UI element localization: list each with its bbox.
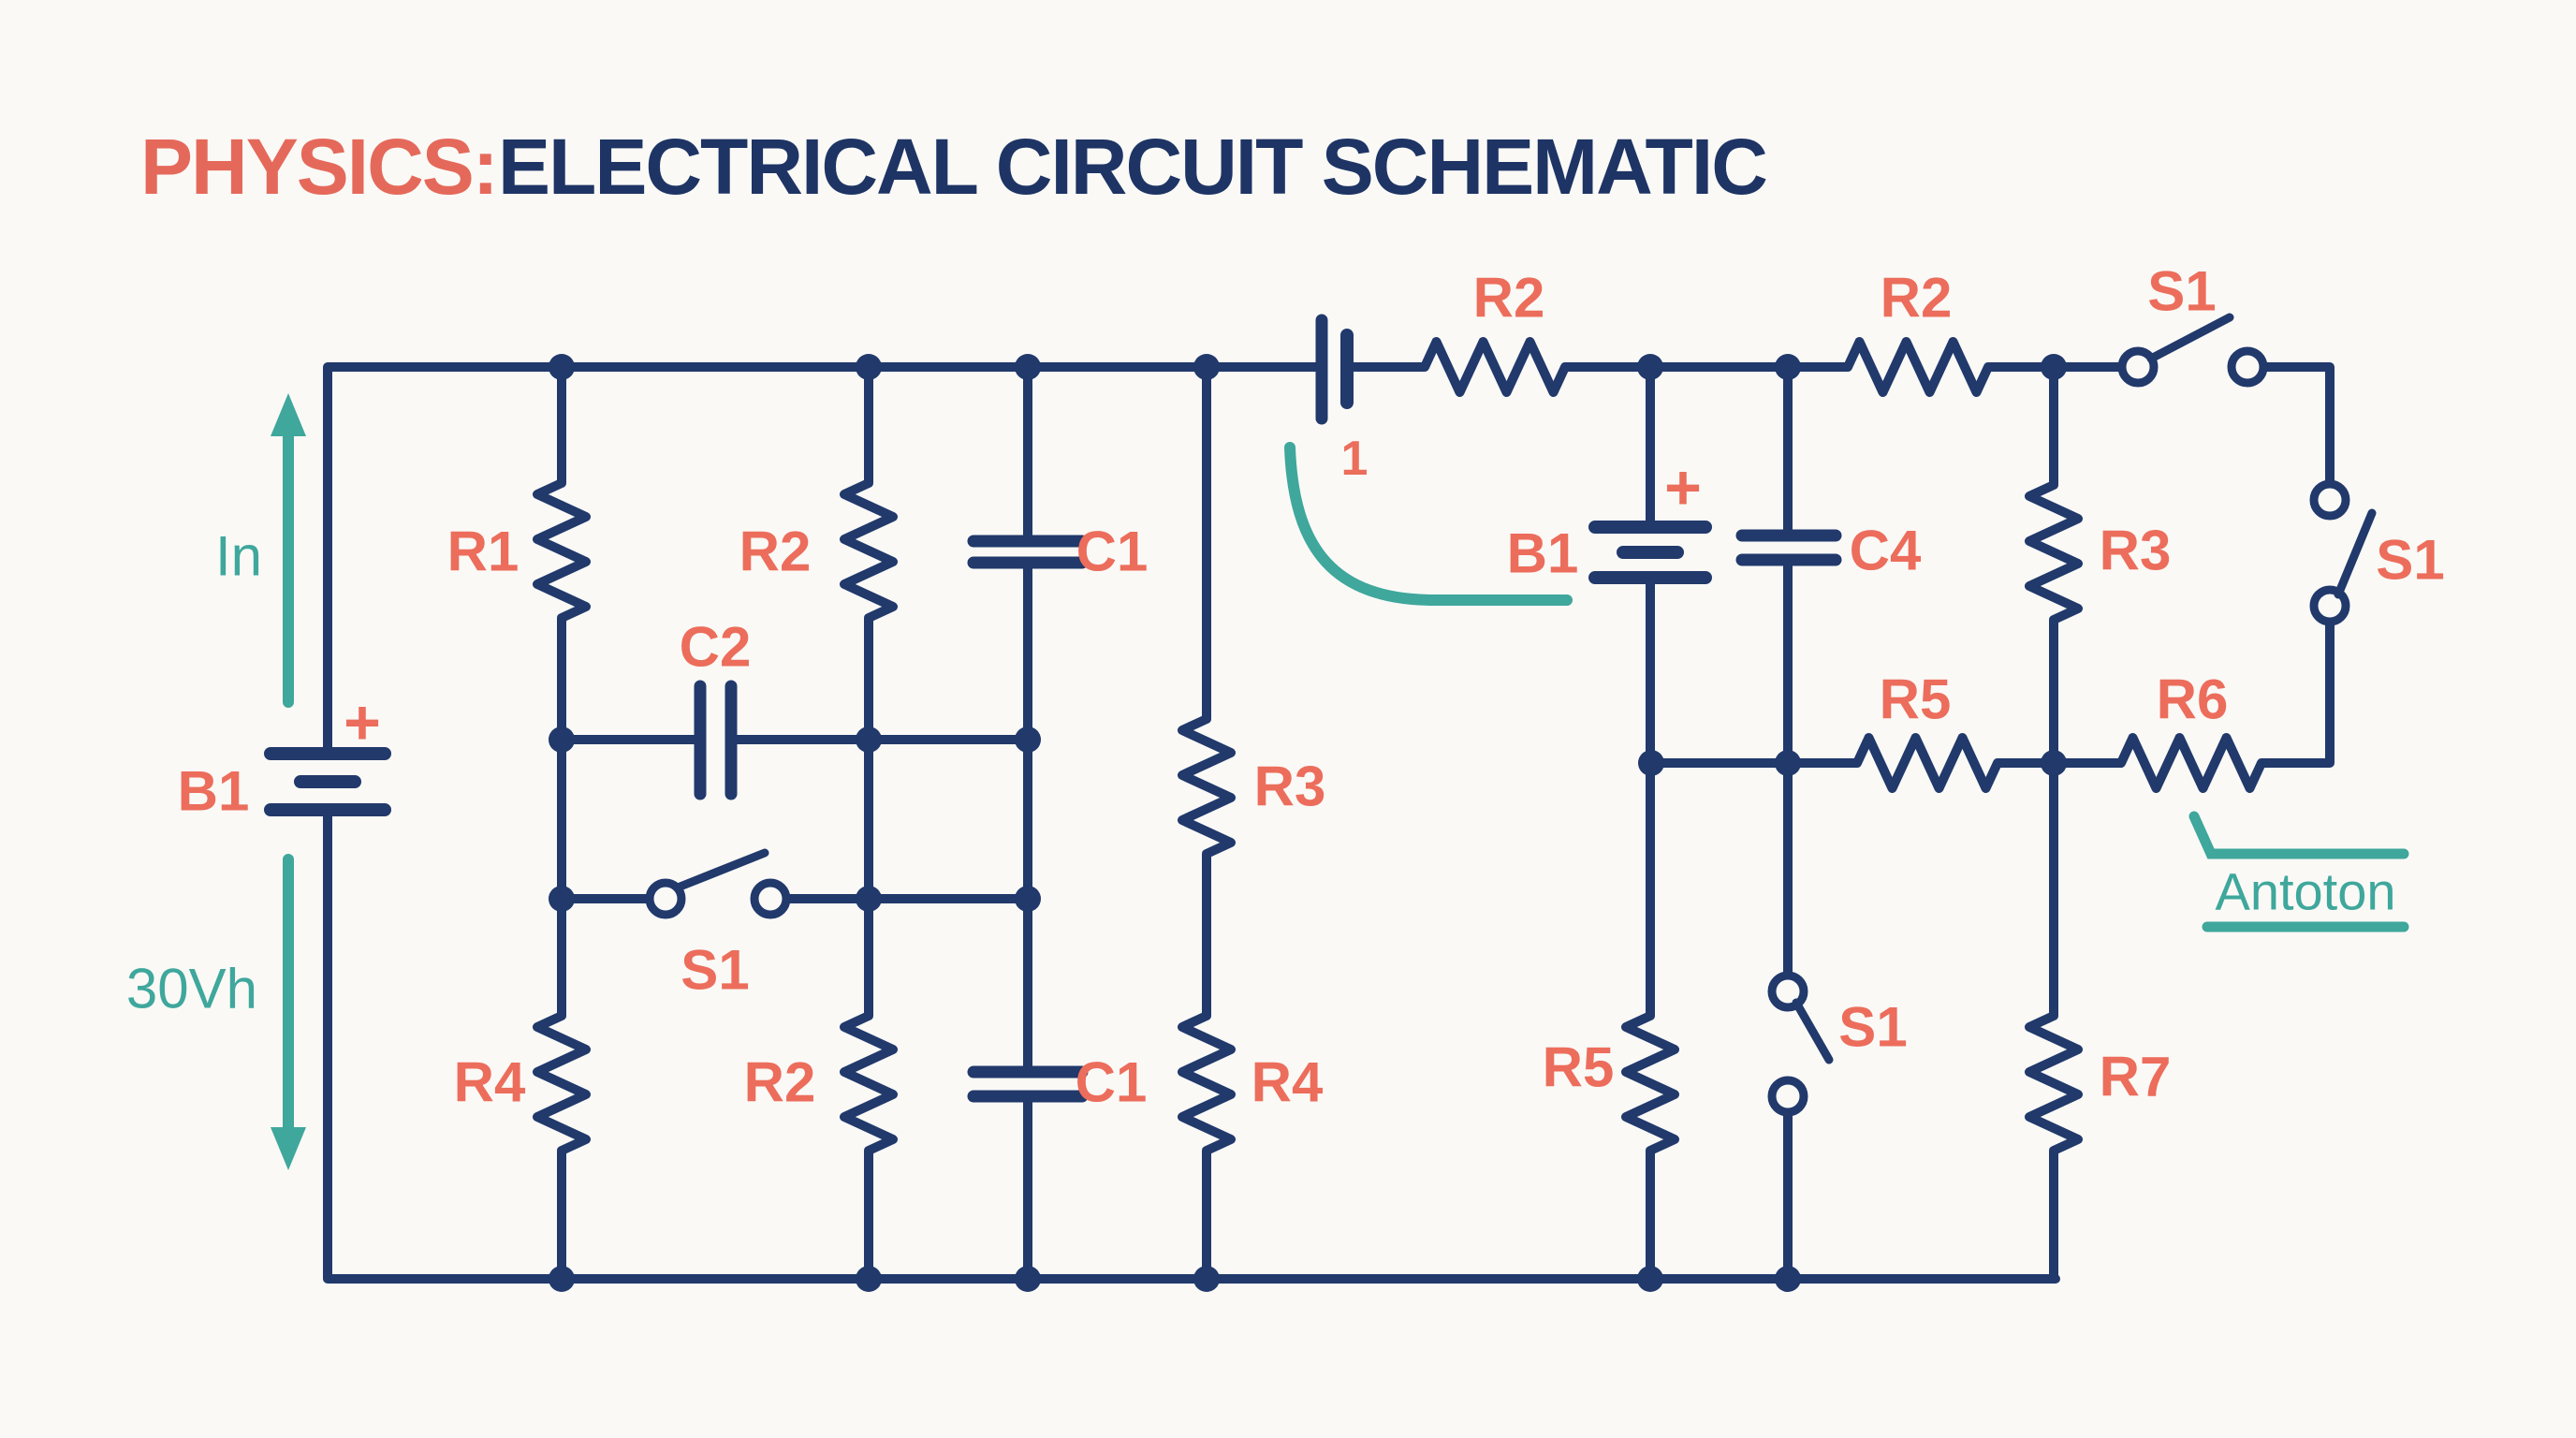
label-r5-bottom: R5 [1543, 1036, 1615, 1099]
wire-outer-loop [323, 362, 2060, 1284]
label-s1-bottom: S1 [1838, 996, 1907, 1059]
label-in: In [215, 525, 262, 588]
junction-dots [549, 354, 2067, 1292]
label-r3-left-grid: R3 [1254, 756, 1326, 818]
page-title-prefix: PHYSICS: [140, 123, 497, 211]
label-s1-right: S1 [2376, 529, 2444, 592]
switch-s1-top-right [2117, 313, 2268, 388]
label-s1-top: S1 [2147, 260, 2216, 323]
label-c4: C4 [1850, 520, 1922, 582]
label-current-1: 1 [1341, 432, 1368, 486]
label-polarity-right: + [1664, 452, 1702, 523]
label-r2-series: R2 [1473, 267, 1545, 330]
callout-antoton: Antoton [2188, 811, 2409, 932]
battery-b1-left [264, 747, 391, 816]
label-r4-bottom: R4 [454, 1051, 526, 1114]
switch-s1-right-vertical [2309, 479, 2377, 626]
circuit-wires [323, 337, 2334, 1284]
wire-column-r3-r4 [1178, 362, 1236, 1284]
battery-series-top [1315, 314, 1354, 425]
wire-column-r3-r7 [2025, 362, 2083, 1284]
wire-column-r2-r2 [840, 362, 898, 1284]
capacitor-c1-bottom [967, 1065, 1089, 1103]
wire-top-bus-right [1349, 337, 2334, 793]
battery-b1-right [1588, 521, 1712, 584]
label-polarity-left: + [344, 687, 381, 758]
label-r7: R7 [2100, 1046, 2172, 1108]
current-curve [1284, 442, 1573, 606]
label-c2: C2 [680, 616, 752, 679]
label-battery-left: B1 [178, 760, 250, 823]
label-r1: R1 [447, 521, 520, 583]
switch-s1-left [645, 848, 791, 919]
current-arrow-up [271, 393, 306, 708]
label-r2-top: R2 [739, 521, 812, 583]
label-voltage: 30Vh [126, 958, 257, 1020]
label-r4-right: R4 [1251, 1051, 1324, 1114]
label-r5-mid: R5 [1880, 668, 1952, 731]
switch-s1-bottom [1767, 971, 1834, 1117]
capacitor-c4 [1735, 529, 1842, 566]
label-s1-left: S1 [681, 939, 749, 1002]
label-r3-right: R3 [2100, 520, 2172, 582]
label-c1-bottom: C1 [1076, 1051, 1148, 1114]
voltage-arrow-down [271, 854, 306, 1170]
label-battery-right: B1 [1507, 522, 1579, 585]
callout-label: Antoton [2215, 862, 2395, 921]
label-r6: R6 [2157, 668, 2229, 731]
wire-r5-row [1647, 733, 2058, 793]
label-r2-right: R2 [1881, 267, 1953, 330]
capacitor-c1-top [967, 535, 1089, 569]
capacitor-c2 [694, 680, 738, 800]
page-title: ELECTRICAL CIRCUIT SCHEMATIC [498, 123, 1766, 211]
wire-column-b1-r5 [1621, 362, 1679, 1284]
label-c1-top: C1 [1076, 521, 1149, 583]
wire-column-r1-r4 [533, 362, 591, 1284]
label-r2-bottom: R2 [744, 1051, 816, 1114]
